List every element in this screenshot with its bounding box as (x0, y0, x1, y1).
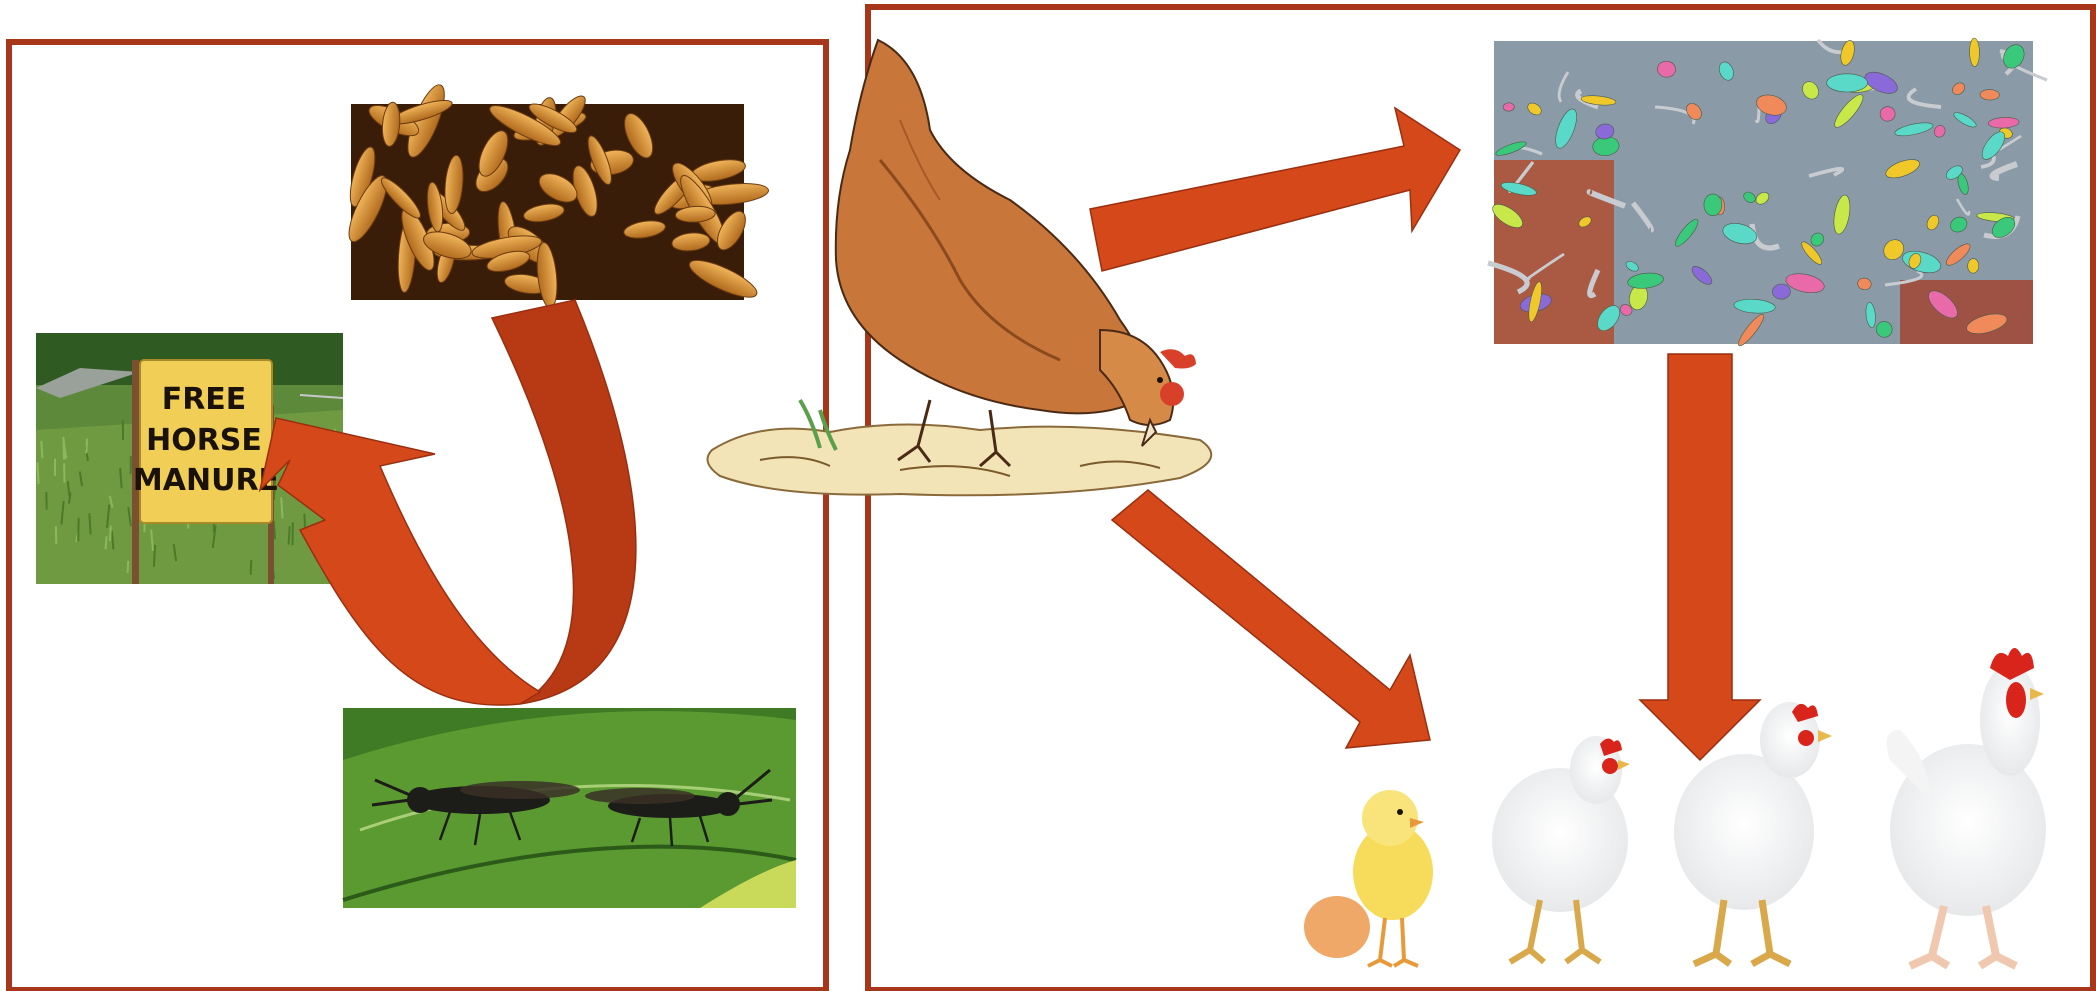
bacterium (1980, 89, 2000, 100)
bacterium (1503, 103, 1515, 112)
pecking-hen-illustration (708, 40, 1212, 495)
arrow-hen-to-chickens (1112, 490, 1430, 748)
grass-blade (128, 561, 129, 573)
grass-blade (86, 439, 87, 454)
grass-blade (110, 526, 111, 542)
arrow-hen-to-microbes (1090, 108, 1460, 271)
grass-blade (289, 526, 290, 544)
bacterium (1967, 258, 1979, 273)
black-soldier-fly-photo (343, 708, 796, 908)
grass-blade (251, 560, 252, 575)
grass-blade (281, 497, 282, 518)
sign-line-1: FREE (162, 382, 247, 417)
gut-microbiota-photo (1488, 38, 2047, 349)
grass-blade (78, 518, 79, 542)
bacterium (1772, 284, 1791, 300)
sign-line-2: HORSE (146, 423, 262, 458)
grass-blade (37, 463, 38, 485)
sign-line-3: MANURE (133, 463, 279, 498)
bacterium (1704, 194, 1722, 216)
bacterium (1827, 74, 1868, 92)
arrow-microbes-to-chickens (1640, 354, 1760, 760)
grass-blade (106, 536, 107, 549)
larvae-photo (342, 81, 770, 309)
grass-blade (154, 545, 155, 567)
grass-blade (41, 441, 42, 458)
bacterium (1969, 38, 1979, 67)
grass-blade (89, 513, 90, 534)
